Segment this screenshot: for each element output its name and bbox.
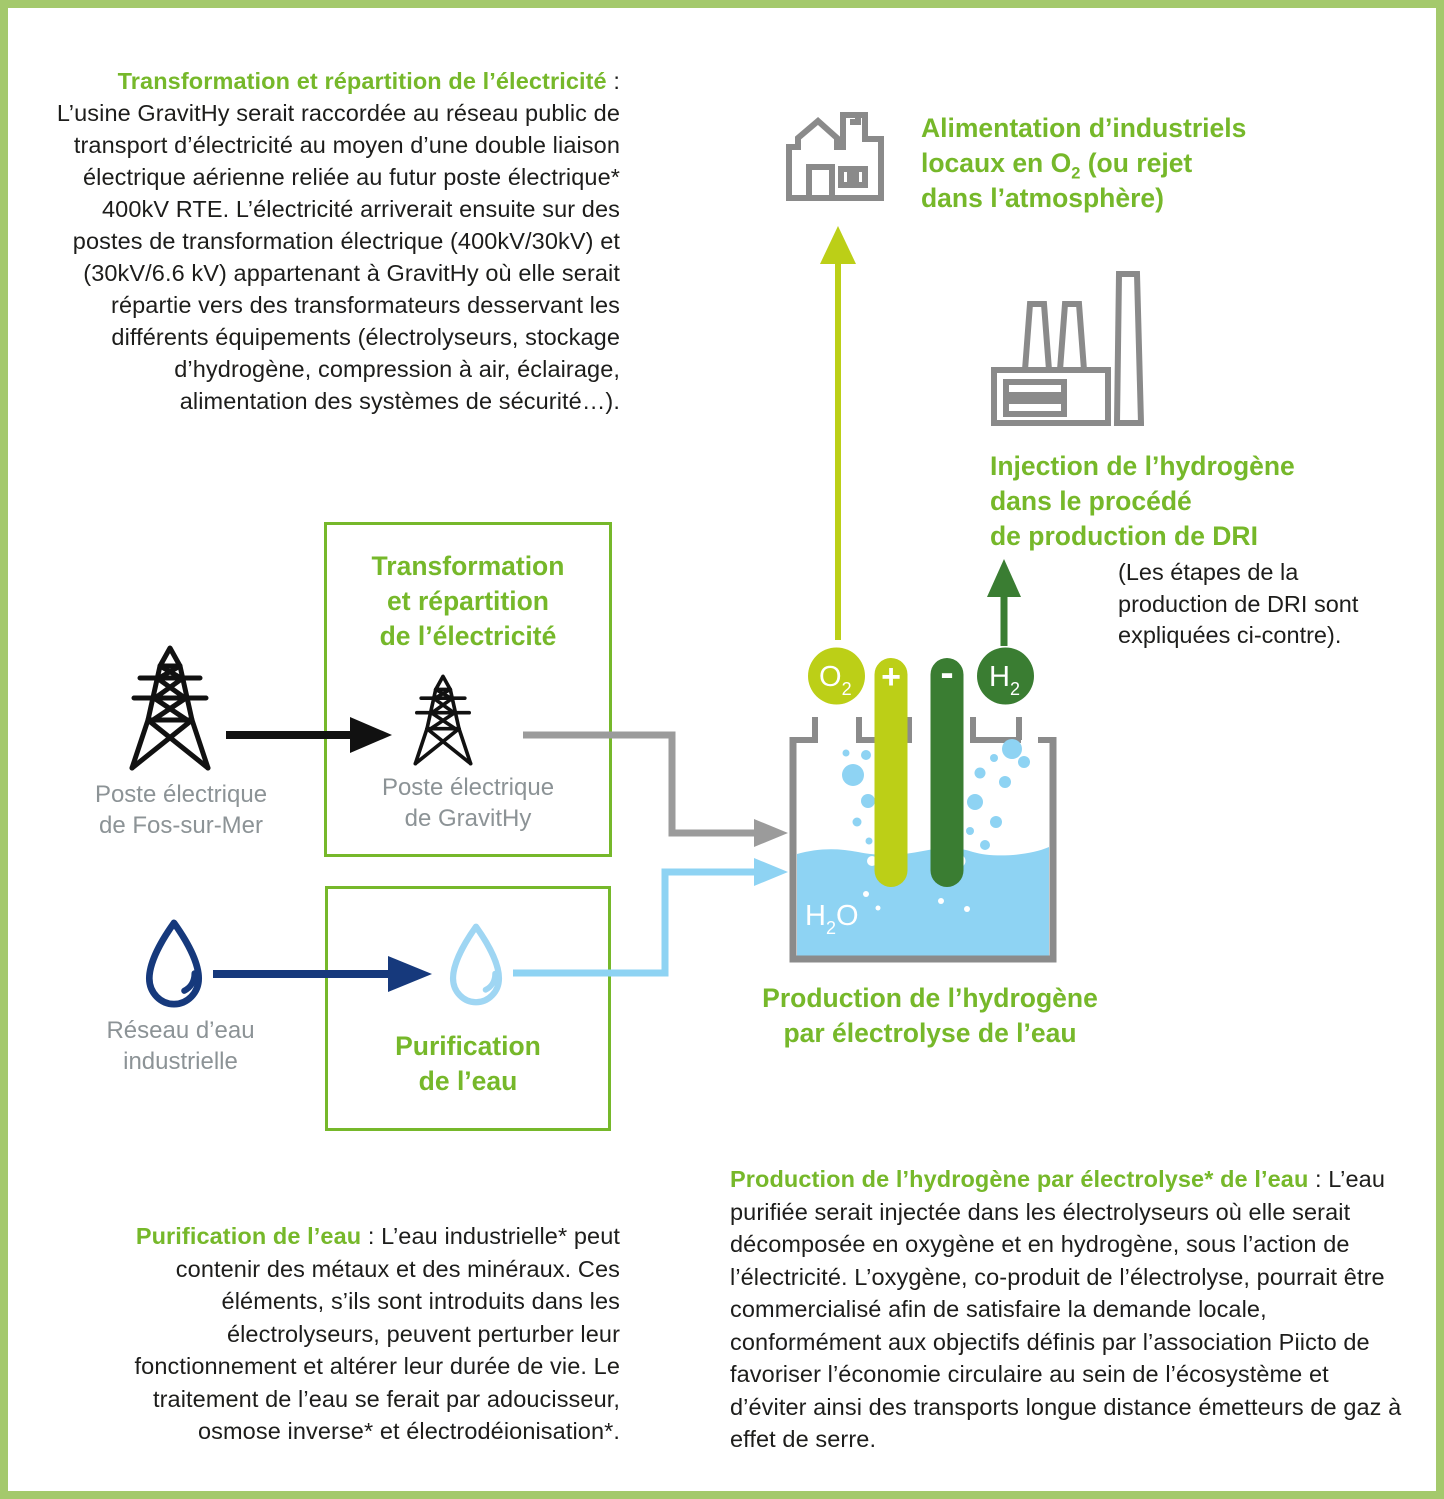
pylon-fos-sur-mer-icon: [120, 642, 220, 774]
h2-badge-label: H2: [989, 661, 1020, 699]
industrial-water-drop-icon: [138, 913, 210, 1013]
h2o-label: H2O: [805, 900, 859, 938]
oxygen-supply-label: Alimentation d’industriels locaux en O2 …: [921, 113, 1247, 213]
electrolysis-caption: Production de l’hydrogène par électrolys…: [762, 983, 1098, 1048]
anode-electrode: [874, 658, 908, 887]
o2-badge: [808, 647, 865, 705]
water-arrow: [213, 956, 432, 992]
oxygen-flow-arrow: [820, 226, 856, 640]
purified-water-drop-icon: [442, 920, 510, 1008]
dri-factory-icon: [991, 271, 1144, 426]
paragraph-body: L’usine GravitHy serait raccordée au rés…: [56, 100, 620, 414]
h2-badge: [977, 647, 1034, 705]
paragraph-body: L’eau purifiée serait injectée dans les …: [730, 1166, 1402, 1452]
transformation-box-title: Transformation et répartition de l’élect…: [371, 551, 565, 651]
dri-note: (Les étapes de la production de DRI sont…: [1118, 559, 1359, 648]
tank-rim: [793, 717, 1053, 743]
paragraph-lead: Purification de l’eau: [135, 1223, 362, 1249]
electricity-description-paragraph: Transformation et répartition de l’élect…: [56, 68, 620, 414]
electricity-arrow: [226, 717, 392, 753]
purification-box-title: Purification de l’eau: [395, 1031, 541, 1096]
pylon-gravithy-label: Poste électrique de GravitHy: [381, 774, 555, 832]
purification-box: Purification de l’eau: [325, 886, 611, 1131]
electrolysis-description-paragraph: Production de l’hydrogène par électrolys…: [730, 1166, 1402, 1452]
tank-outline: [789, 737, 1057, 963]
hydrogen-injection-label: Injection de l’hydrogène dans le procédé…: [990, 451, 1295, 551]
electricity-connector: [523, 731, 788, 847]
industrial-water-label: Réseau d’eau industrielle: [106, 1017, 255, 1075]
paragraph-body: L’eau industrielle* peut contenir des mé…: [134, 1223, 620, 1444]
pylon-fos-sur-mer-label: Poste électrique de Fos-sur-Mer: [94, 781, 268, 839]
paragraph-lead: Production de l’hydrogène par électrolys…: [730, 1166, 1309, 1192]
electrolysis-cell: + - O2 H2 H2O: [789, 647, 1057, 963]
paragraph-lead: Transformation et répartition de l’élect…: [117, 68, 607, 94]
pylon-gravithy-icon: [413, 674, 473, 766]
purified-water-connector: [513, 858, 788, 977]
cathode-minus-sign: -: [940, 651, 953, 695]
transformation-box: Transformation et répartition de l’élect…: [324, 522, 612, 857]
water-fill: [797, 847, 1049, 956]
industrial-building-icon: [786, 112, 884, 201]
purification-description-paragraph: Purification de l’eau : L’eau industriel…: [134, 1223, 620, 1444]
hydrogen-flow-arrow: [987, 559, 1021, 646]
o2-badge-label: O2: [819, 661, 852, 699]
cathode-electrode: [930, 658, 964, 887]
anode-plus-sign: +: [881, 658, 901, 696]
